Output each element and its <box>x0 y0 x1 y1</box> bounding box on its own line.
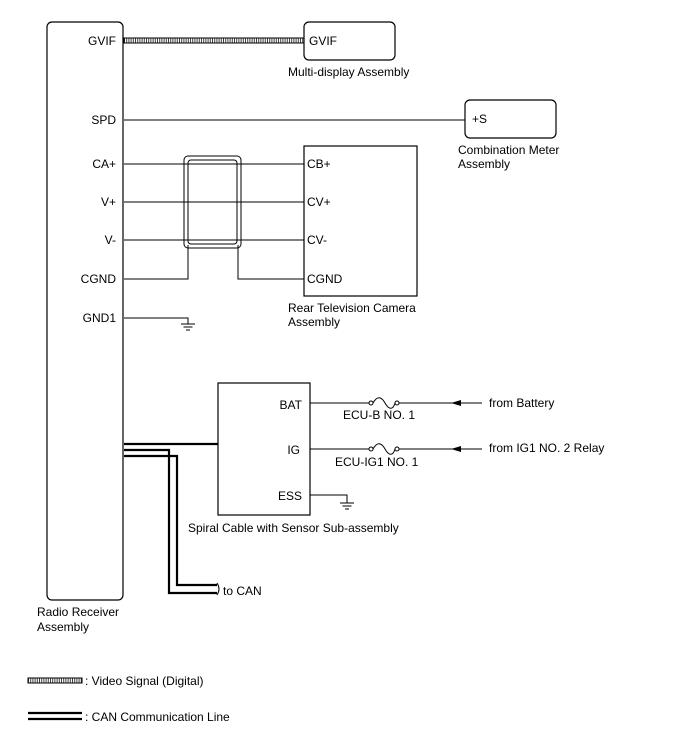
can-label: to CAN <box>223 584 262 598</box>
can-wire-ends <box>216 582 220 596</box>
ess-ground <box>310 494 354 510</box>
combination-meter-assembly: +S Combination Meter Assembly <box>458 99 559 171</box>
camera-wires <box>124 163 304 280</box>
rear-camera-box <box>303 145 418 297</box>
rear-television-camera-assembly: CB+ CV+ CV- CGND Rear Television Camera … <box>288 145 418 329</box>
rear-camera-name-line2: Assembly <box>288 315 340 329</box>
can-bus-lines <box>124 442 218 595</box>
shield-outline <box>183 155 242 249</box>
sc-pin-ess: ESS <box>278 489 302 503</box>
combination-meter-name-line2: Assembly <box>458 157 510 171</box>
legend: : Video Signal (Digital) : CAN Communica… <box>27 674 230 724</box>
multi-display-name: Multi-display Assembly <box>288 65 409 79</box>
radio-receiver-assembly: GVIF SPD CA+ V+ V- CGND GND1 Radio Recei… <box>37 21 124 634</box>
radio-receiver-box <box>46 21 124 601</box>
gnd1-ground <box>124 317 195 331</box>
cam-pin-cv-minus: CV- <box>307 233 327 247</box>
radio-receiver-name-line2: Assembly <box>37 620 89 634</box>
ig-line <box>310 443 482 455</box>
fuse-ecu-b-label: ECU-B NO. 1 <box>343 408 415 422</box>
rear-camera-name-line1: Rear Television Camera <box>288 301 416 315</box>
cam-pin-cv-plus: CV+ <box>307 195 331 209</box>
cam-pin-cb-plus: CB+ <box>307 157 331 171</box>
multi-display-box <box>303 21 396 61</box>
fuse-ecu-ig1-label: ECU-IG1 NO. 1 <box>335 455 419 469</box>
sc-pin-ig: IG <box>287 443 300 457</box>
multi-display-assembly: GVIF Multi-display Assembly <box>288 21 409 79</box>
rr-pin-gnd1: GND1 <box>83 311 117 325</box>
cam-pin-cgnd: CGND <box>307 272 343 286</box>
legend-can-label: : CAN Communication Line <box>85 710 230 724</box>
rr-pin-v-plus: V+ <box>101 195 116 209</box>
source-battery: from Battery <box>489 396 554 410</box>
bat-line <box>310 397 482 409</box>
legend-can-symbol <box>28 711 82 721</box>
spiral-cable-name: Spiral Cable with Sensor Sub-assembly <box>188 521 399 535</box>
md-pin-gvif: GVIF <box>309 34 337 48</box>
rr-pin-v-minus: V- <box>105 233 116 247</box>
combination-meter-box <box>464 99 557 139</box>
rr-pin-spd: SPD <box>91 113 116 127</box>
sc-pin-bat: BAT <box>280 398 303 412</box>
legend-video-label: : Video Signal (Digital) <box>85 674 204 688</box>
rr-pin-gvif: GVIF <box>88 34 116 48</box>
source-ig1-relay: from IG1 NO. 2 Relay <box>489 441 604 455</box>
radio-receiver-name-line1: Radio Receiver <box>37 605 119 619</box>
cm-pin-plus-s: +S <box>472 112 487 126</box>
rr-pin-ca-plus: CA+ <box>92 157 116 171</box>
rr-pin-cgnd: CGND <box>81 272 117 286</box>
gvif-video-line <box>123 37 305 44</box>
legend-video-symbol <box>27 677 83 684</box>
combination-meter-name-line1: Combination Meter <box>458 143 559 157</box>
